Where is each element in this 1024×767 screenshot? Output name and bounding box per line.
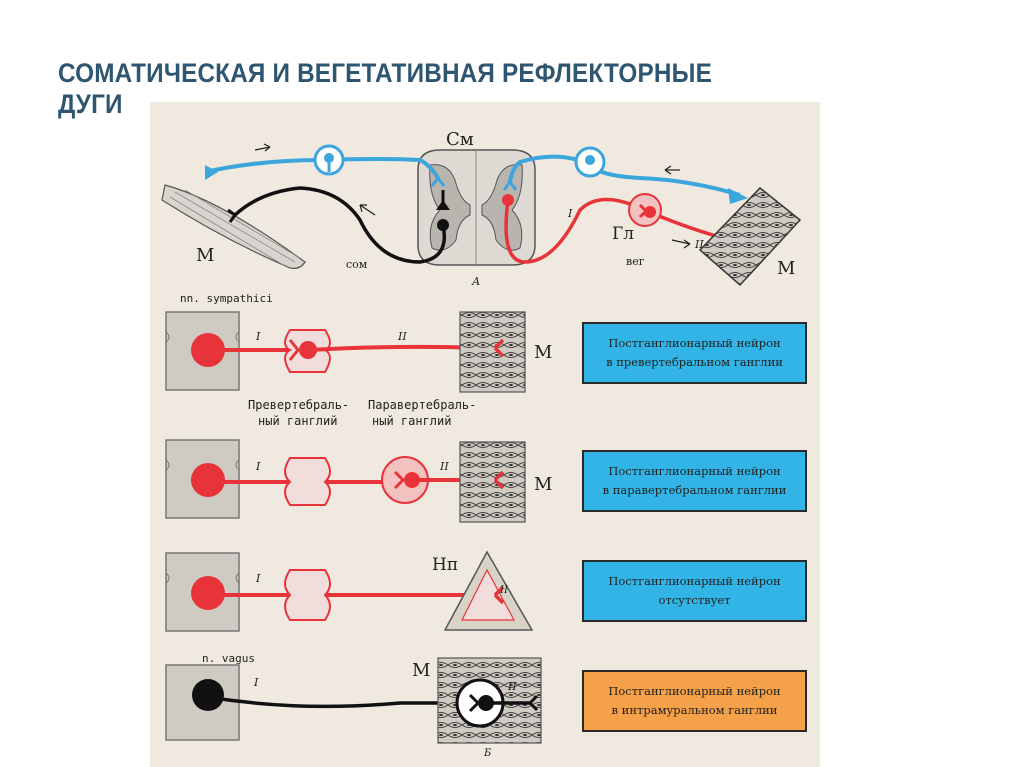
legend-box-prevertebral: Постганглионарный нейрон в превертебраль… [582, 322, 807, 384]
sensory-pathway [204, 143, 748, 204]
sympathetic-label: nn. sympathici [180, 292, 273, 305]
prevertebral-ganglion [284, 569, 331, 621]
sensory-arrowhead-right [728, 188, 748, 204]
prevertebral-label-line1: Превертебраль- [248, 398, 350, 412]
page-title: СОМАТИЧЕСКАЯ И ВЕГЕТАТИВНАЯ РЕФЛЕКТОРНЫЕ… [58, 58, 712, 119]
panel-b-label: Б [484, 748, 492, 759]
row-intramural [165, 657, 542, 744]
effector-label: М [534, 342, 553, 363]
neuron-i-label: I [256, 330, 261, 343]
legend-line2: в паравертебральном ганглии [602, 483, 787, 497]
panel-a-label: А [472, 275, 481, 288]
neuron-i-label: I [254, 676, 259, 689]
row-paravertebral [165, 439, 526, 523]
row-no-postganglionic [165, 550, 534, 632]
paravertebral-label-line2: ный ганглий [372, 414, 452, 428]
panel-a [161, 143, 802, 287]
smooth-muscle-right [698, 186, 802, 287]
panel-b [165, 311, 542, 744]
legend-line1: Постганглионарный нейрон [608, 336, 781, 350]
neuron-ii-label: II [500, 585, 508, 596]
legend-line2: отсутствует [658, 593, 731, 607]
legend-line1: Постганглионарный нейрон [608, 574, 781, 588]
ganglion-label: Гл [612, 224, 635, 244]
muscle-left-label: М [196, 245, 215, 266]
spinal-cord-label: См [446, 129, 474, 150]
neuron-ii-label: II [398, 330, 407, 343]
neuron-ii-label: II [440, 460, 449, 473]
neuron-ii-label: II [695, 238, 704, 251]
legend-box-absent: Постганглионарный нейрон отсутствует [582, 560, 807, 622]
prevertebral-ganglion [284, 457, 331, 506]
arrow-icon [359, 204, 376, 216]
effector-label: М [534, 474, 553, 495]
legend-box-intramural: Постганглионарный нейрон в интрамурально… [582, 670, 807, 732]
vegetative-label: вег [626, 255, 645, 268]
prevertebral-label-line2: ный ганглий [258, 414, 338, 428]
row-prevertebral [165, 311, 526, 393]
effector-label: М [412, 660, 431, 681]
neuron-i-label: I [256, 460, 261, 473]
paravertebral-label-line1: Паравертебраль- [368, 398, 477, 412]
somatic-label: сом [346, 258, 368, 271]
skeletal-muscle-left [161, 184, 306, 269]
legend-line1: Постганглионарный нейрон [608, 684, 781, 698]
sensory-arrowhead-left [205, 165, 218, 180]
somatic-motor-pathway [227, 186, 450, 264]
muscle-right-label: М [777, 258, 796, 279]
legend-line2: в превертебральном ганглии [606, 355, 783, 369]
legend-line2: в интрамуральном ганглии [611, 703, 778, 717]
vagal-neuron [192, 679, 224, 711]
neuron-i-label: I [568, 207, 573, 220]
neuron-i-label: I [256, 572, 261, 585]
legend-box-paravertebral: Постганглионарный нейрон в паравертебрал… [582, 450, 807, 512]
vagus-label: n. vagus [202, 652, 255, 665]
arrow-icon [671, 239, 691, 245]
effector-muscle [459, 441, 526, 523]
legend-line1: Постганглионарный нейрон [608, 464, 781, 478]
neuron-ii-label: II [508, 680, 517, 693]
np-label: Нп [432, 555, 459, 575]
arrow-icon [254, 146, 271, 151]
effector-muscle [459, 311, 526, 393]
